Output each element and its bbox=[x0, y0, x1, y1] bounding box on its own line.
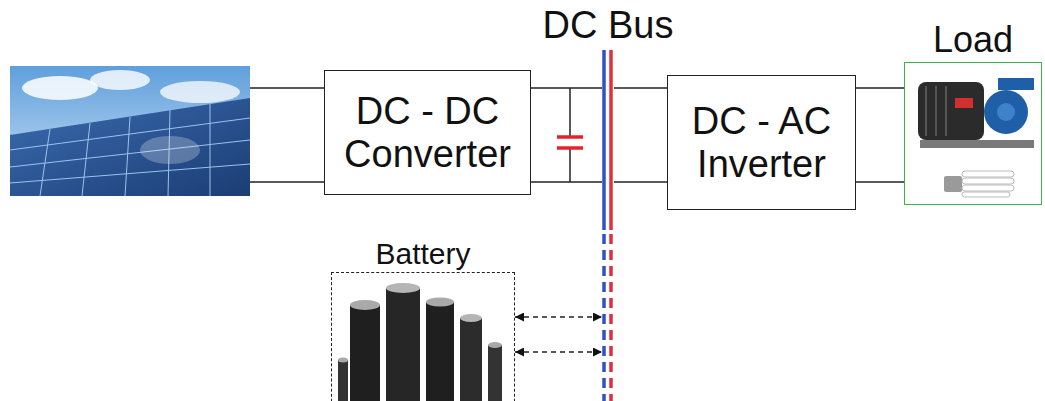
capacitor-bank-picture bbox=[386, 288, 420, 401]
capacitor-bank-picture bbox=[338, 283, 502, 401]
pump-picture bbox=[955, 98, 973, 108]
pump-picture bbox=[918, 82, 984, 140]
node-heading: Battery bbox=[375, 237, 470, 270]
capacitor-bank-picture bbox=[488, 345, 502, 401]
bulb-picture bbox=[962, 171, 1014, 177]
wire bbox=[531, 181, 602, 183]
capacitor-bank-picture bbox=[488, 342, 502, 348]
capacitor-symbol bbox=[557, 135, 583, 139]
capacitor-bank-picture bbox=[350, 305, 380, 401]
capacitor-symbol bbox=[557, 146, 583, 150]
solar-panel-picture bbox=[160, 81, 240, 103]
solar-panel-picture bbox=[90, 70, 150, 90]
pump-picture bbox=[935, 86, 937, 136]
solar-panel-picture bbox=[10, 66, 250, 196]
node-label: DC - AC Inverter bbox=[676, 100, 847, 185]
capacitor-bank-picture bbox=[338, 358, 348, 363]
capacitor-bank-picture bbox=[460, 314, 482, 322]
bus-line bbox=[609, 50, 613, 230]
pump-picture bbox=[945, 86, 947, 136]
node-heading: DC Bus bbox=[543, 5, 674, 47]
pump-picture bbox=[918, 78, 1034, 148]
solar-panel-picture bbox=[10, 66, 250, 196]
panel-wire bbox=[250, 181, 325, 183]
capacitor-symbol bbox=[557, 88, 583, 182]
wire bbox=[614, 181, 667, 183]
inverter-box: DC - AC Inverter bbox=[667, 75, 856, 210]
converter-box: DC - DC Converter bbox=[324, 70, 531, 195]
bulb-picture bbox=[962, 185, 1014, 191]
panel-wire bbox=[250, 87, 325, 89]
bus-line bbox=[602, 50, 606, 230]
wire bbox=[856, 181, 904, 183]
bulb-picture bbox=[962, 192, 1010, 197]
bus-line bbox=[602, 234, 606, 401]
solar-panel-picture bbox=[125, 117, 130, 196]
wire bbox=[614, 87, 667, 89]
solar-panel-picture bbox=[82, 123, 90, 196]
pump-picture bbox=[984, 90, 1028, 134]
panel-wire bbox=[250, 88, 325, 182]
bulb-picture bbox=[944, 176, 962, 192]
solar-panel-picture bbox=[140, 136, 200, 164]
solar-panel-picture bbox=[10, 164, 250, 183]
solar-panel-picture bbox=[10, 98, 250, 196]
bulb-picture bbox=[944, 171, 1014, 197]
solar-panel-picture bbox=[210, 104, 211, 196]
capacitor-bank-picture bbox=[460, 318, 482, 401]
capacitor-bank-picture bbox=[350, 300, 380, 310]
capacitor-symbol bbox=[569, 88, 571, 137]
power-flow-arrow bbox=[515, 351, 602, 352]
capacitor-symbol bbox=[569, 148, 571, 182]
capacitor-bank-picture bbox=[426, 302, 454, 401]
bus-line bbox=[609, 234, 613, 401]
pump-picture bbox=[925, 86, 927, 136]
bulb-picture bbox=[962, 178, 1014, 184]
battery-box: Battery bbox=[331, 272, 515, 401]
pump-picture bbox=[998, 78, 1034, 90]
node-heading: Load bbox=[933, 20, 1013, 60]
capacitor-bank-picture bbox=[338, 360, 348, 401]
capacitor-bank-picture bbox=[386, 283, 420, 293]
wire bbox=[856, 87, 904, 89]
dc-bus: DC Bus bbox=[602, 50, 614, 401]
solar-panel-picture bbox=[40, 129, 50, 196]
load-box: Load bbox=[904, 62, 1042, 205]
bus-lines bbox=[602, 50, 614, 401]
wire bbox=[531, 87, 602, 89]
solar-panel-picture bbox=[22, 76, 98, 100]
node-label: DC - DC Converter bbox=[333, 90, 522, 175]
pump-picture bbox=[997, 103, 1015, 121]
pump-picture bbox=[920, 140, 1034, 148]
power-flow-arrow bbox=[515, 316, 602, 317]
capacitor-bank-picture bbox=[426, 298, 454, 307]
